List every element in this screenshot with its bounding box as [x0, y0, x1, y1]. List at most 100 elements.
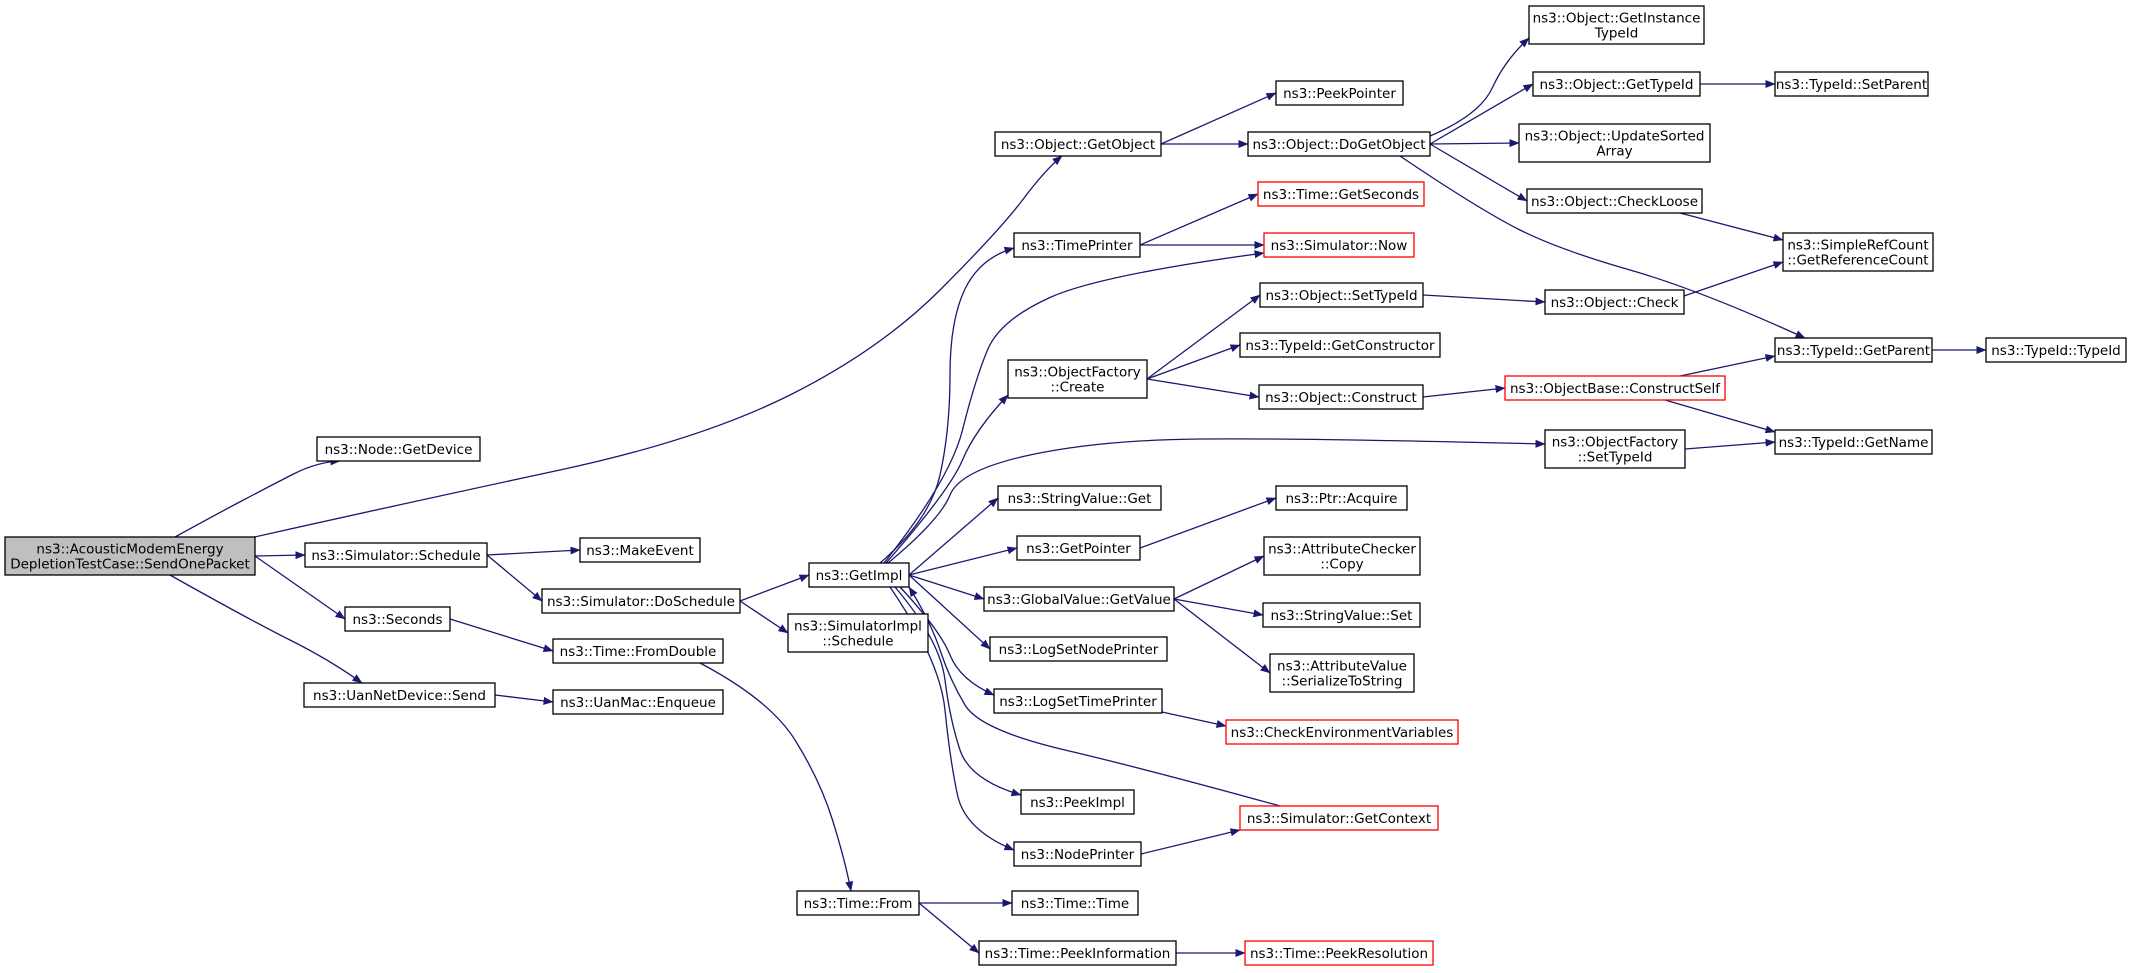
call-edge	[494, 694, 554, 705]
function-node[interactable]: ns3::LogSetNodePrinter	[989, 636, 1168, 662]
function-node[interactable]: ns3::Time::From	[796, 890, 920, 916]
function-node[interactable]: ns3::TypeId::GetConstructor	[1239, 332, 1441, 358]
node-label: ns3::Time::PeekResolution	[1250, 946, 1428, 962]
function-node[interactable]: ns3::Simulator::GetContext	[1239, 805, 1439, 831]
function-node[interactable]: ns3::Simulator::Now	[1263, 232, 1415, 258]
edge-arrow	[169, 574, 363, 684]
function-node[interactable]: ns3::TypeId::SetParent	[1774, 71, 1929, 97]
function-node[interactable]: ns3::Node::GetDevice	[316, 436, 481, 462]
function-node[interactable]: ns3::Object::SetTypeId	[1259, 282, 1424, 308]
edge-arrow	[486, 554, 543, 602]
function-node[interactable]: ns3::Object::DoGetObject	[1247, 131, 1431, 157]
function-node[interactable]: ns3::Object::CheckLoose	[1526, 188, 1703, 214]
function-node[interactable]: ns3::Time::Time	[1011, 890, 1139, 916]
function-node[interactable]: ns3::GetPointer	[1016, 535, 1141, 561]
edge-arrow	[1429, 143, 1528, 202]
node-box	[1263, 232, 1415, 258]
edge-arrow	[885, 394, 1009, 564]
call-edge	[1429, 83, 1534, 145]
node-label: DepletionTestCase::SendOnePacket	[10, 557, 250, 573]
function-node[interactable]: ns3::Simulator::Schedule	[304, 542, 488, 568]
function-node[interactable]: ns3::Object::Check	[1544, 289, 1685, 315]
node-label: ns3::NodePrinter	[1021, 847, 1135, 863]
function-node[interactable]: ns3::TypeId::TypeId	[1985, 337, 2127, 363]
function-node[interactable]: ns3::CheckEnvironmentVariables	[1225, 719, 1459, 745]
function-node[interactable]: ns3::PeekPointer	[1275, 80, 1404, 106]
edge-arrow	[739, 574, 810, 602]
node-label: ns3::ObjectFactory	[1014, 365, 1141, 381]
function-node[interactable]: ns3::UanNetDevice::Send	[303, 682, 496, 708]
node-label: ns3::Time::PeekInformation	[985, 946, 1171, 962]
function-node[interactable]: ns3::TypeId::GetParent	[1774, 337, 1933, 363]
node-box	[344, 606, 451, 632]
function-node[interactable]: ns3::ObjectFactory::Create	[1007, 359, 1148, 399]
edge-arrow	[887, 438, 1546, 564]
function-node[interactable]: ns3::SimulatorImpl::Schedule	[787, 613, 929, 653]
function-node[interactable]: ns3::Simulator::DoSchedule	[541, 588, 741, 614]
node-label: ns3::Object::Check	[1551, 295, 1679, 311]
function-node[interactable]: ns3::NodePrinter	[1013, 841, 1142, 867]
function-node[interactable]: ns3::Time::GetSeconds	[1257, 181, 1425, 207]
node-box	[796, 890, 920, 916]
node-box	[1544, 289, 1685, 315]
function-node[interactable]: ns3::Time::FromDouble	[552, 638, 724, 664]
call-edge	[1146, 294, 1261, 380]
node-label: ns3::Object::UpdateSorted	[1525, 129, 1705, 145]
function-node[interactable]: ns3::Object::Construct	[1258, 384, 1424, 410]
node-label: ns3::MakeEvent	[586, 543, 694, 559]
call-edge	[486, 546, 581, 556]
call-edge	[1146, 378, 1260, 400]
function-node[interactable]: ns3::GetImpl	[808, 562, 910, 588]
function-node[interactable]: ns3::MakeEvent	[579, 537, 701, 563]
function-node[interactable]: ns3::GlobalValue::GetValue	[983, 586, 1175, 612]
function-node[interactable]: ns3::Seconds	[344, 606, 451, 632]
node-label: ::Create	[1051, 380, 1105, 396]
call-edge	[1679, 354, 1776, 377]
node-label: ns3::TypeId::GetParent	[1777, 343, 1930, 359]
call-edge	[908, 586, 1281, 807]
node-box	[1275, 485, 1408, 511]
function-node[interactable]: ns3::StringValue::Set	[1262, 602, 1421, 628]
node-box	[1528, 5, 1705, 45]
function-node[interactable]: ns3::TimePrinter	[1013, 232, 1141, 258]
edge-arrow	[249, 155, 1063, 539]
function-node[interactable]: ns3::Object::GetObject	[994, 131, 1162, 157]
node-label: ns3::AcousticModemEnergy	[36, 542, 223, 558]
function-node[interactable]: ns3::Time::PeekResolution	[1244, 940, 1434, 966]
call-edge	[908, 574, 991, 650]
function-node[interactable]: ns3::ObjectBase::ConstructSelf	[1504, 375, 1726, 401]
function-node[interactable]: ns3::StringValue::Get	[997, 485, 1162, 511]
function-node[interactable]: ns3::PeekImpl	[1020, 789, 1135, 815]
function-node[interactable]: ns3::AttributeValue::SerializeToString	[1269, 653, 1415, 693]
edge-arrow	[879, 246, 1015, 564]
node-box	[1020, 789, 1135, 815]
edge-arrow	[1160, 92, 1277, 145]
edge-arrow	[1173, 598, 1271, 674]
call-edge	[908, 497, 999, 576]
call-edge	[1161, 711, 1227, 728]
call-edge	[1160, 92, 1277, 145]
function-node[interactable]: ns3::SimpleRefCount::GetReferenceCount	[1782, 232, 1934, 272]
node-label: Array	[1596, 144, 1632, 160]
function-node[interactable]: ns3::UanMac::Enqueue	[552, 689, 724, 715]
function-node[interactable]: ns3::ObjectFactory::SetTypeId	[1544, 429, 1686, 469]
node-label: ns3::UanNetDevice::Send	[313, 688, 486, 704]
node-box	[1239, 805, 1439, 831]
function-node[interactable]: ns3::Time::PeekInformation	[978, 940, 1177, 966]
function-node[interactable]: ns3::TypeId::GetName	[1774, 429, 1933, 455]
edge-layer	[169, 37, 1987, 957]
root-function-node[interactable]: ns3::AcousticModemEnergyDepletionTestCas…	[4, 536, 256, 576]
call-edge	[1422, 294, 1546, 306]
function-node[interactable]: ns3::Ptr::Acquire	[1275, 485, 1408, 511]
function-node[interactable]: ns3::AttributeChecker::Copy	[1263, 536, 1421, 576]
node-label: ns3::Object::GetObject	[1001, 137, 1155, 153]
edge-arrow	[1146, 344, 1241, 380]
call-edge	[254, 555, 346, 620]
function-node[interactable]: ns3::Object::GetTypeId	[1532, 71, 1701, 97]
node-label: ns3::Object::DoGetObject	[1252, 137, 1425, 153]
node-box	[1504, 375, 1726, 401]
function-node[interactable]: ns3::LogSetTimePrinter	[993, 688, 1163, 714]
